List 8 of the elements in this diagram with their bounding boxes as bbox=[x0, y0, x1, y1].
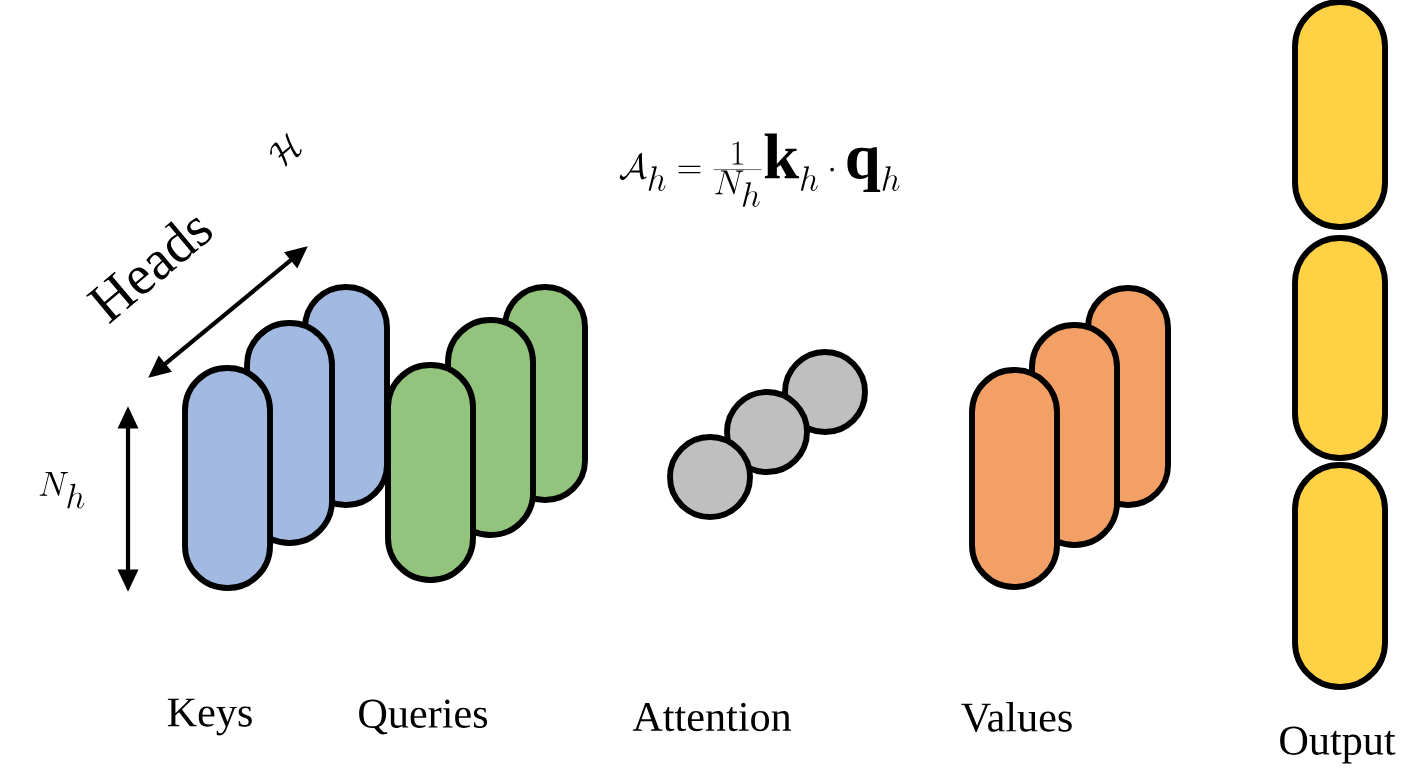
axis-label: $N_h$ bbox=[39, 471, 85, 509]
column-label: Keys bbox=[167, 698, 252, 736]
column-label: Attention bbox=[632, 702, 792, 732]
column-label: Queries bbox=[359, 699, 488, 735]
formula: $\mathcal{A}_h = \frac{1}{N_h}\mathbf{k}_h \cdot \mathbf{q}_h$ bbox=[619, 133, 900, 207]
column-label: Values bbox=[961, 702, 1072, 732]
axis-label: $\mathcal{H}$ bbox=[270, 132, 302, 167]
column-label: Output bbox=[1280, 726, 1396, 764]
